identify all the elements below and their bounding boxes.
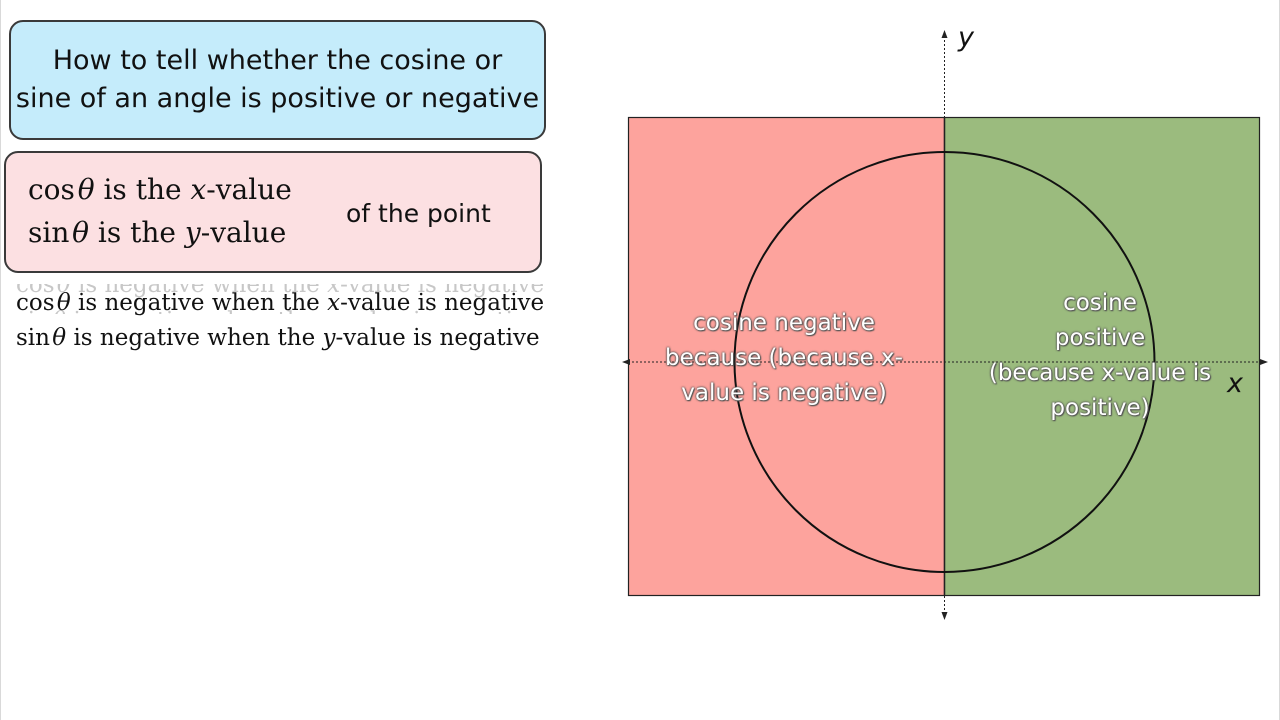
x-axis-arrow-right bbox=[1260, 359, 1268, 365]
x-axis-label: x bbox=[1227, 368, 1243, 399]
sin-negative-rule: sin θ is negative when the y-value is ne… bbox=[16, 325, 540, 351]
y-variable: y bbox=[184, 216, 201, 249]
cosine-positive-label: cosine positive (because x-value is posi… bbox=[955, 286, 1245, 426]
sin-text: sin bbox=[16, 325, 50, 351]
theta-symbol: θ bbox=[56, 290, 71, 316]
ghost-sin-rule: sin θ is negative when the y-value is ne… bbox=[16, 308, 540, 334]
cos-def-mid: is the bbox=[94, 173, 191, 206]
cos-text: cos bbox=[16, 290, 55, 316]
title-line-2: sine of an angle is positive or negative bbox=[15, 83, 540, 114]
y-axis-arrow-up bbox=[941, 30, 948, 38]
of-the-point-label: of the point bbox=[346, 199, 491, 228]
sin-text: sin bbox=[28, 216, 70, 249]
theta-symbol: θ bbox=[77, 173, 95, 206]
title-line-1: How to tell whether the cosine or bbox=[52, 45, 503, 76]
left-label-line-2: because (because x- bbox=[665, 345, 903, 371]
x-axis-arrow-left bbox=[622, 359, 630, 365]
negativity-rules: cos θ is negative when the x-value is ne… bbox=[16, 284, 616, 358]
unit-circle bbox=[733, 151, 1156, 573]
theta-symbol: θ bbox=[72, 216, 90, 249]
right-label-line-2: positive bbox=[1054, 325, 1146, 351]
sin-definition: sin θ is the y-value bbox=[28, 216, 286, 249]
right-label-line-4: positive) bbox=[1050, 395, 1150, 421]
left-label-line-1: cosine negative bbox=[693, 310, 875, 336]
right-label-line-3: (because x-value is bbox=[988, 360, 1212, 386]
cos-rule-mid: is negative when the bbox=[70, 290, 328, 316]
definition-box: cos θ is the x-value sin θ is the y-valu… bbox=[4, 151, 542, 273]
y-axis-label: y bbox=[958, 22, 974, 53]
sin-def-suffix: -value bbox=[200, 216, 287, 249]
sin-def-mid: is the bbox=[89, 216, 185, 249]
left-frame-border bbox=[0, 0, 1, 720]
cos-rule-suffix: -value is negative bbox=[340, 290, 545, 316]
cos-def-suffix: -value bbox=[206, 173, 292, 206]
ghost-cos-rule: cos θ is negative when the x-value is ne… bbox=[16, 272, 545, 298]
x-variable: x bbox=[190, 173, 207, 206]
y-variable: y bbox=[322, 325, 336, 351]
cos-negative-rule: cos θ is negative when the x-value is ne… bbox=[16, 290, 544, 316]
title-box: How to tell whether the cosine or sine o… bbox=[9, 20, 546, 140]
x-variable: x bbox=[327, 290, 341, 316]
y-axis-arrow-down bbox=[941, 612, 948, 620]
cos-definition: cos θ is the x-value bbox=[28, 173, 292, 206]
cos-text: cos bbox=[28, 173, 75, 206]
sin-rule-mid: is negative when the bbox=[66, 325, 323, 351]
cosine-negative-label: cosine negative because (because x- valu… bbox=[634, 306, 934, 411]
left-half-region bbox=[627, 116, 946, 597]
theta-symbol: θ bbox=[52, 325, 67, 351]
sin-rule-suffix: -value is negative bbox=[335, 325, 540, 351]
right-label-line-1: cosine bbox=[1063, 290, 1137, 316]
right-half-region bbox=[943, 116, 1261, 597]
left-label-line-3: value is negative) bbox=[681, 380, 887, 406]
